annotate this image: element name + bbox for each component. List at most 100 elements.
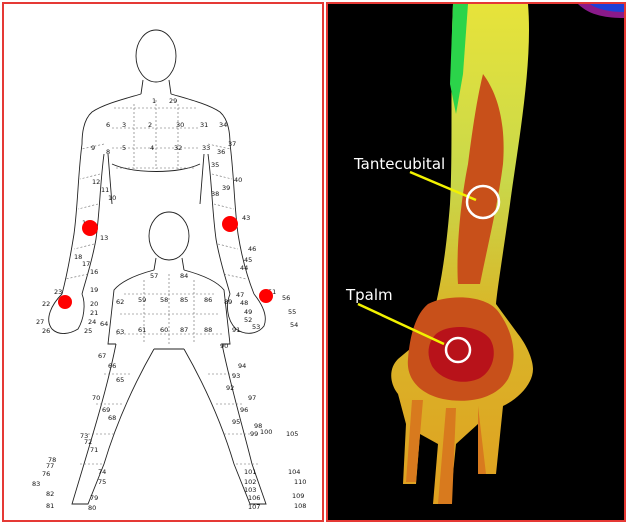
zone-number-6: 6 bbox=[106, 121, 110, 129]
zone-number-34: 34 bbox=[219, 121, 227, 129]
zone-number-63: 63 bbox=[116, 328, 124, 336]
zone-number-105: 105 bbox=[286, 430, 298, 438]
zone-number-110: 110 bbox=[294, 478, 306, 486]
zone-number-25: 25 bbox=[84, 327, 92, 335]
zone-number-97: 97 bbox=[248, 394, 256, 402]
zone-number-13: 13 bbox=[100, 234, 108, 242]
zone-number-106: 106 bbox=[248, 494, 260, 502]
thermal-image-panel: Tantecubital Tpalm bbox=[326, 2, 626, 522]
sensor-marker-1 bbox=[82, 220, 98, 236]
zone-number-46: 46 bbox=[248, 245, 256, 253]
zone-number-24: 24 bbox=[88, 318, 96, 326]
zone-number-33: 33 bbox=[202, 144, 210, 152]
zone-number-61: 61 bbox=[138, 326, 146, 334]
zone-number-100: 100 bbox=[260, 428, 272, 436]
zone-number-40: 40 bbox=[234, 176, 242, 184]
zone-number-27: 27 bbox=[36, 318, 44, 326]
zone-number-56: 56 bbox=[282, 294, 290, 302]
thermal-arm-image: Tantecubital Tpalm bbox=[328, 4, 624, 520]
zone-number-65: 65 bbox=[116, 376, 124, 384]
zone-number-35: 35 bbox=[211, 161, 219, 169]
zone-number-109: 109 bbox=[292, 492, 304, 500]
zone-number-103: 103 bbox=[244, 486, 256, 494]
zone-number-79: 79 bbox=[90, 494, 98, 502]
antecubital-label: Tantecubital bbox=[353, 155, 445, 173]
zone-number-30: 30 bbox=[176, 121, 184, 129]
zone-number-39: 39 bbox=[222, 184, 230, 192]
zone-number-18: 18 bbox=[74, 253, 82, 261]
sensor-marker-4 bbox=[259, 289, 273, 303]
zone-number-91: 91 bbox=[232, 326, 240, 334]
zone-number-32: 32 bbox=[174, 144, 182, 152]
zone-number-38: 38 bbox=[211, 190, 219, 198]
zone-number-37: 37 bbox=[228, 140, 236, 148]
zone-number-88: 88 bbox=[204, 326, 212, 334]
zone-number-107: 107 bbox=[248, 503, 260, 511]
zone-number-8: 8 bbox=[106, 148, 110, 156]
zone-number-4: 4 bbox=[150, 144, 154, 152]
zone-number-60: 60 bbox=[160, 326, 168, 334]
zone-number-1: 1 bbox=[152, 97, 156, 105]
zone-number-74: 74 bbox=[98, 468, 106, 476]
zone-number-59: 59 bbox=[138, 296, 146, 304]
body-map-diagram: 1234568910111213151617181920212223242526… bbox=[4, 4, 322, 520]
sensor-marker-3 bbox=[58, 295, 72, 309]
zone-number-31: 31 bbox=[200, 121, 208, 129]
zone-number-11: 11 bbox=[101, 186, 109, 194]
front-body-outline bbox=[49, 30, 266, 334]
zone-number-108: 108 bbox=[294, 502, 306, 510]
zone-number-21: 21 bbox=[90, 309, 98, 317]
zone-number-9: 9 bbox=[91, 144, 95, 152]
zone-number-12: 12 bbox=[92, 178, 100, 186]
zone-number-69: 69 bbox=[102, 406, 110, 414]
zone-number-48: 48 bbox=[240, 299, 248, 307]
zone-number-49: 49 bbox=[244, 308, 252, 316]
zone-number-19: 19 bbox=[90, 286, 98, 294]
zone-number-101: 101 bbox=[244, 468, 256, 476]
zone-number-66: 66 bbox=[108, 362, 116, 370]
zone-number-58: 58 bbox=[160, 296, 168, 304]
zone-number-64: 64 bbox=[100, 320, 108, 328]
zone-number-92: 92 bbox=[226, 384, 234, 392]
palm-label: Tpalm bbox=[345, 286, 393, 304]
sensor-marker-2 bbox=[222, 216, 238, 232]
zone-number-78: 78 bbox=[48, 456, 56, 464]
zone-number-16: 16 bbox=[90, 268, 98, 276]
zone-number-96: 96 bbox=[240, 406, 248, 414]
zone-number-104: 104 bbox=[288, 468, 300, 476]
zone-number-29: 29 bbox=[169, 97, 177, 105]
zone-number-44: 44 bbox=[240, 264, 248, 272]
zone-number-labels: 1234568910111213151617181920212223242526… bbox=[32, 97, 306, 512]
zone-number-23: 23 bbox=[54, 288, 62, 296]
zone-number-81: 81 bbox=[46, 502, 54, 510]
zone-number-99: 99 bbox=[250, 430, 258, 438]
zone-number-86: 86 bbox=[204, 296, 212, 304]
zone-number-84: 84 bbox=[180, 272, 188, 280]
zone-number-90: 90 bbox=[220, 342, 228, 350]
zone-number-85: 85 bbox=[180, 296, 188, 304]
zone-number-67: 67 bbox=[98, 352, 106, 360]
zone-number-20: 20 bbox=[90, 300, 98, 308]
zone-number-53: 53 bbox=[252, 323, 260, 331]
zone-number-83: 83 bbox=[32, 480, 40, 488]
zone-number-43: 43 bbox=[242, 214, 250, 222]
zone-number-70: 70 bbox=[92, 394, 100, 402]
zone-number-71: 71 bbox=[90, 446, 98, 454]
zone-number-68: 68 bbox=[108, 414, 116, 422]
zone-number-102: 102 bbox=[244, 478, 256, 486]
zone-number-89: 89 bbox=[224, 298, 232, 306]
zone-number-57: 57 bbox=[150, 272, 158, 280]
zone-number-75: 75 bbox=[98, 478, 106, 486]
zone-number-2: 2 bbox=[148, 121, 152, 129]
zone-number-3: 3 bbox=[122, 121, 126, 129]
zone-number-10: 10 bbox=[108, 194, 116, 202]
zone-number-93: 93 bbox=[232, 372, 240, 380]
zone-number-54: 54 bbox=[290, 321, 298, 329]
zone-number-22: 22 bbox=[42, 300, 50, 308]
zone-number-82: 82 bbox=[46, 490, 54, 498]
zone-number-26: 26 bbox=[42, 327, 50, 335]
zone-number-45: 45 bbox=[244, 256, 252, 264]
zone-number-62: 62 bbox=[116, 298, 124, 306]
zone-number-94: 94 bbox=[238, 362, 246, 370]
zone-number-55: 55 bbox=[288, 308, 296, 316]
